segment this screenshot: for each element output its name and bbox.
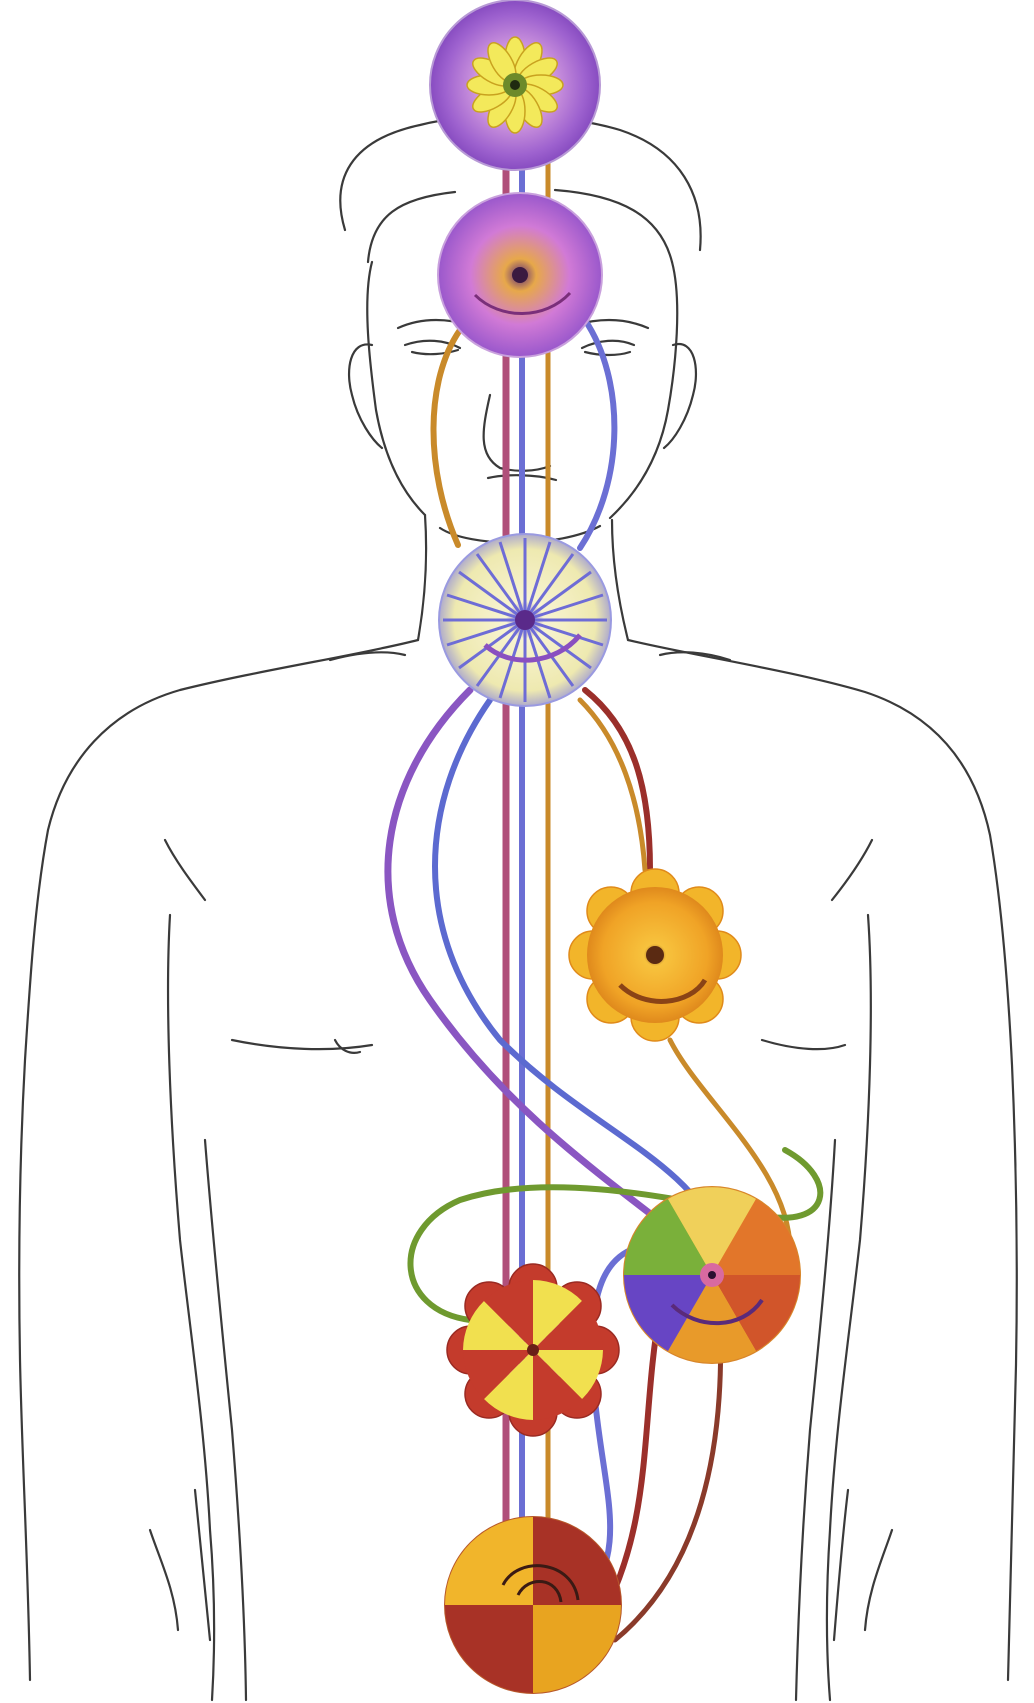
sacral-chakra [447,1264,619,1436]
armpit-right [832,840,872,900]
inner-arm-right [827,915,871,1700]
throat-chakra [439,534,611,706]
root-quadrant-br [533,1605,621,1693]
hip-right [834,1490,848,1640]
ear-right [664,344,696,448]
face-right [610,262,677,518]
neck-right [612,520,628,640]
face-left [367,262,425,515]
third-eye-chakra [438,193,602,357]
channel-gold-left-face [433,330,460,545]
root-chakra [445,1517,621,1693]
nose [484,395,550,471]
neck-left [418,515,426,640]
shoulder-left [19,640,418,1680]
pectoral-right [762,1040,845,1049]
torso-left [205,1140,246,1700]
channel-gold-chest [580,700,645,870]
wrist-left [150,1530,178,1630]
root-quadrant-bl [445,1605,533,1693]
heart-chakra [569,869,741,1041]
energy-centers [430,0,800,1693]
solar-plexus-chakra [624,1187,800,1363]
wrist-right [865,1530,892,1630]
inner-arm-left [168,915,214,1700]
crown-chakra [430,0,600,170]
torso-right [796,1140,835,1700]
eye-right [582,341,634,355]
channel-red-lower-2 [615,1320,721,1640]
pectoral-left [232,1040,372,1049]
shoulder-right [628,640,1017,1680]
hip-left [195,1490,210,1640]
armpit-left [165,840,205,900]
ear-left [349,344,382,448]
